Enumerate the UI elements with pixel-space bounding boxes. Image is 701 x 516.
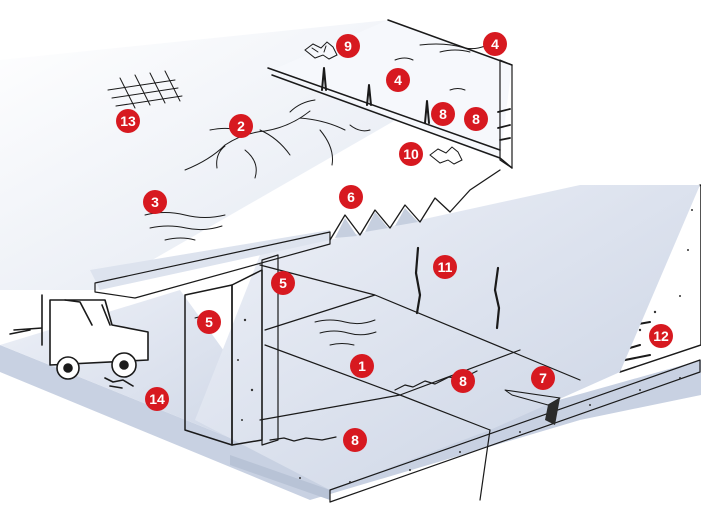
badge-number: 5 — [205, 314, 213, 330]
badge-circle — [433, 255, 457, 279]
badge-circle — [197, 310, 221, 334]
badge-circle — [145, 387, 169, 411]
defect-badge-4: 4 — [483, 32, 507, 56]
defect-badge-2: 2 — [229, 114, 253, 138]
badge-number: 4 — [394, 72, 402, 88]
badge-circle — [451, 369, 475, 393]
column-right — [261, 254, 279, 446]
forklift-icon — [9, 294, 149, 389]
defect-badge-8: 8 — [431, 102, 455, 126]
badge-circle — [229, 114, 253, 138]
plastic-shrinkage-cracks — [314, 319, 377, 346]
defect-badge-8: 8 — [451, 369, 475, 393]
defect-badge-5: 5 — [271, 271, 295, 295]
defect-badge-11: 11 — [433, 255, 457, 279]
badge-number: 9 — [344, 38, 352, 54]
defect-badge-10: 10 — [399, 142, 423, 166]
badge-number: 7 — [539, 370, 547, 386]
badge-circle — [336, 34, 360, 58]
badge-circle — [431, 102, 455, 126]
defect-badge-13: 13 — [116, 109, 140, 133]
defect-badge-3: 3 — [143, 190, 167, 214]
badge-number: 13 — [120, 113, 136, 129]
defect-badge-8: 8 — [343, 428, 367, 452]
badge-number: 8 — [351, 432, 359, 448]
defect-badge-12: 12 — [649, 324, 673, 348]
stair-joints — [329, 169, 501, 241]
badge-number: 8 — [459, 373, 467, 389]
badge-number: 5 — [279, 275, 287, 291]
badge-circle — [649, 324, 673, 348]
spike-cracks — [321, 67, 430, 124]
badge-number: 12 — [653, 328, 669, 344]
badge-circle — [464, 107, 488, 131]
badge-number: 8 — [472, 111, 480, 127]
badge-number: 14 — [149, 391, 165, 407]
defect-badge-5: 5 — [197, 310, 221, 334]
badge-number: 3 — [151, 194, 159, 210]
badge-number: 1 — [358, 358, 366, 374]
badge-number: 4 — [491, 36, 499, 52]
floor-slab — [195, 185, 701, 503]
defect-badge-4: 4 — [386, 68, 410, 92]
badge-circle — [271, 271, 295, 295]
vertical-cracks — [414, 246, 501, 330]
badge-circle — [116, 109, 140, 133]
defect-badge-8: 8 — [464, 107, 488, 131]
defect-badge-7: 7 — [531, 366, 555, 390]
floor-speckles — [299, 377, 681, 483]
badge-circle — [399, 142, 423, 166]
badge-circle — [143, 190, 167, 214]
badge-circle — [350, 354, 374, 378]
badge-number: 10 — [403, 146, 419, 162]
badge-circle — [531, 366, 555, 390]
badge-number: 11 — [438, 259, 453, 275]
badge-number: 2 — [237, 118, 245, 134]
badge-circle — [386, 68, 410, 92]
defect-markers: 9 4 4 13 2 8 8 10 6 3 11 5 5 12 1 8 7 14 8 — [116, 32, 673, 452]
defect-badge-9: 9 — [336, 34, 360, 58]
edge-crack-8 — [269, 436, 337, 442]
badge-circle — [339, 185, 363, 209]
defect-badge-1: 1 — [350, 354, 374, 378]
defect-badge-14: 14 — [145, 387, 169, 411]
badge-number: 8 — [439, 106, 447, 122]
defect-badge-6: 6 — [339, 185, 363, 209]
badge-circle — [343, 428, 367, 452]
badge-circle — [483, 32, 507, 56]
badge-number: 6 — [347, 189, 355, 205]
